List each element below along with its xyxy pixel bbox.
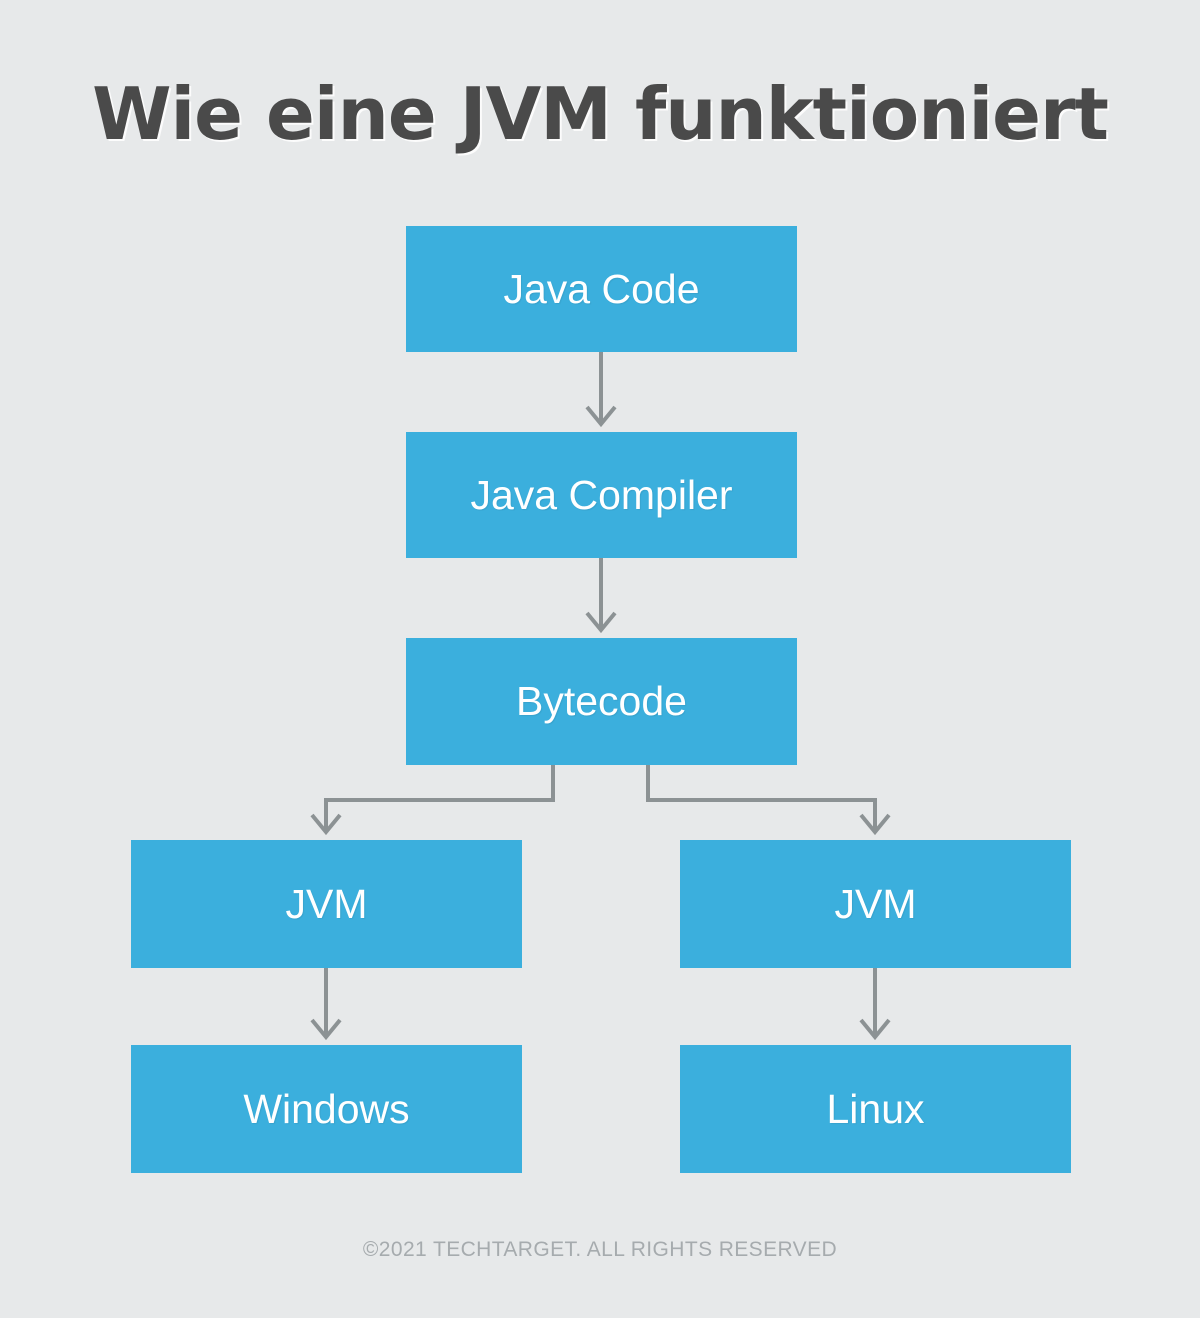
node-label: Linux [826, 1085, 925, 1132]
node-linux[interactable]: Linux [680, 1045, 1071, 1173]
node-label: Java Code [503, 265, 700, 312]
node-jvm-right[interactable]: JVM [680, 840, 1071, 968]
node-windows[interactable]: Windows [131, 1045, 522, 1173]
node-java-compiler[interactable]: Java Compiler [406, 432, 797, 558]
node-label: JVM [285, 880, 368, 927]
edge-compiler-to-bytecode [585, 558, 617, 634]
node-label: Windows [243, 1085, 410, 1132]
node-bytecode[interactable]: Bytecode [406, 638, 797, 765]
page-title: Wie eine JVM funktioniert [92, 72, 1109, 156]
edge-jvm-left-to-windows [310, 968, 342, 1041]
arrowhead-down-icon [859, 813, 891, 836]
edge-bytecode-to-jvm-right [646, 765, 891, 836]
arrowhead-down-icon [310, 1018, 342, 1041]
arrowhead-down-icon [859, 1018, 891, 1041]
connector-elbow [646, 765, 877, 829]
arrowhead-down-icon [585, 611, 617, 634]
edge-jvm-right-to-linux [859, 968, 891, 1041]
node-java-code[interactable]: Java Code [406, 226, 797, 352]
arrowhead-down-icon [585, 405, 617, 428]
footer-copyright: ©2021 TECHTARGET. ALL RIGHTS RESERVED [362, 1238, 838, 1261]
edge-java-code-to-compiler [585, 352, 617, 428]
node-label: Bytecode [516, 678, 687, 724]
edge-bytecode-to-jvm-left [310, 765, 555, 836]
node-label: Java Compiler [470, 471, 733, 518]
connector-elbow [324, 765, 555, 829]
node-label: JVM [834, 880, 917, 927]
node-jvm-left[interactable]: JVM [131, 840, 522, 968]
arrowhead-down-icon [310, 813, 342, 836]
